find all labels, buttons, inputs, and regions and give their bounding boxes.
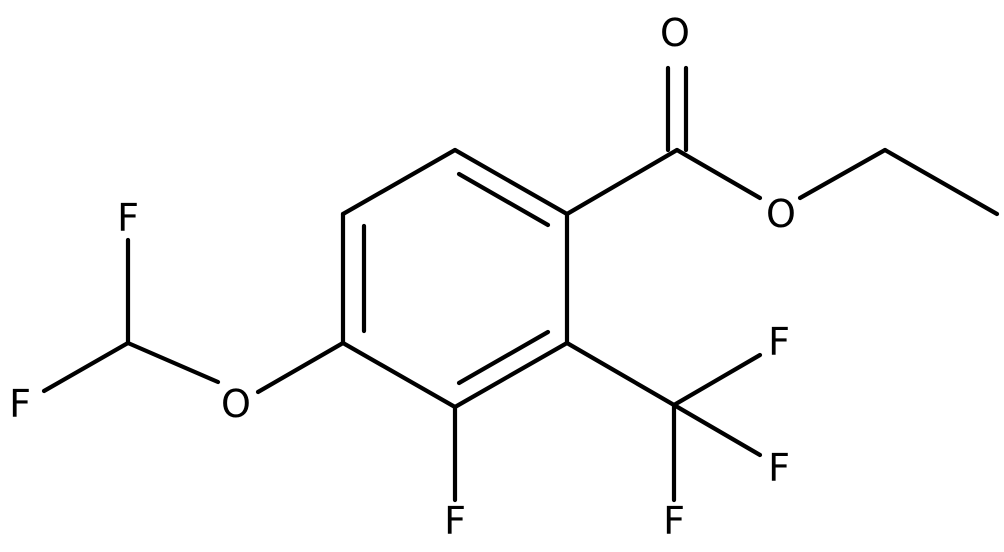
difluoromethoxy-group: [41, 237, 346, 395]
bond-ring-top-right: [452, 147, 570, 217]
atom-f-ring: F: [444, 499, 466, 543]
bond-cf3-to-f-top: [671, 352, 763, 408]
atom-f-cf3-right: F: [768, 446, 790, 490]
atom-o-ether: O: [221, 382, 251, 426]
bond-ring-bottom-left: [340, 340, 458, 410]
atom-f-difluoro-top: F: [117, 196, 139, 240]
benzene-ring: [340, 147, 570, 410]
bond-ether-o-to-chf2: [125, 340, 221, 385]
atom-f-cf3-top: F: [768, 320, 790, 364]
bond-ring-top-left: [340, 147, 458, 217]
bond-ring-to-carbonyl: [564, 147, 680, 217]
atom-f-difluoro-left: F: [9, 382, 31, 426]
atom-o-ester: O: [766, 192, 796, 236]
bond-ch2-to-ch3: [882, 147, 1000, 217]
atom-o-carbonyl: O: [660, 11, 690, 55]
bond-ring-bottom-right-inner: [456, 329, 551, 386]
bond-ring-to-ether-o: [255, 340, 346, 395]
bond-cf3-to-f-right: [671, 402, 763, 458]
trifluoromethyl-group: [564, 340, 763, 503]
bond-ring-bottom-right: [452, 340, 570, 410]
bond-ester-o-to-ch2: [797, 147, 888, 201]
bond-ring-top-right-inner: [456, 171, 551, 228]
ester-group: [564, 65, 1000, 217]
atom-f-cf3-bottom: F: [663, 499, 685, 543]
bond-ring-to-cf3: [564, 340, 677, 408]
bond-carbonyl-to-ester-o: [674, 147, 763, 201]
bond-chf2-to-f-left: [41, 340, 131, 394]
